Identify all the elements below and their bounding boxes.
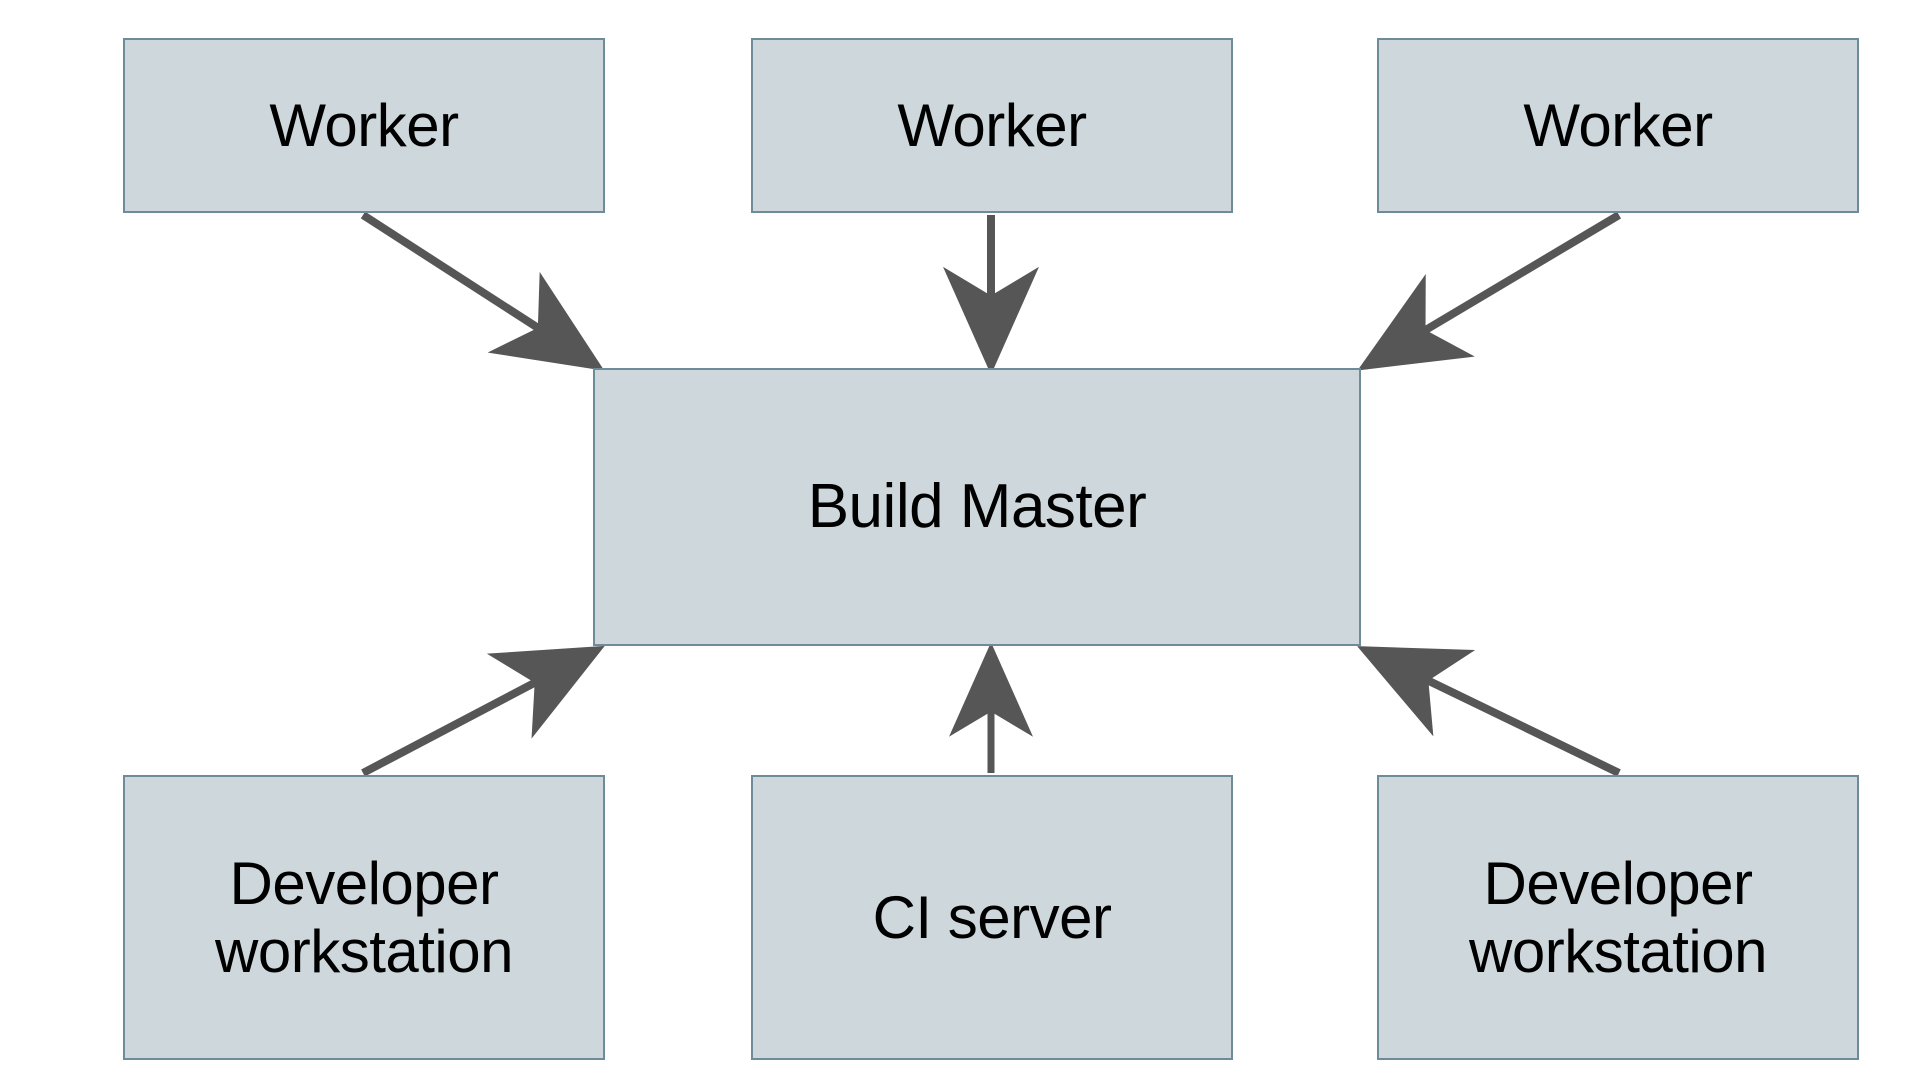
node-worker-3[interactable]: Worker	[1377, 38, 1859, 213]
node-worker-2[interactable]: Worker	[751, 38, 1233, 213]
node-worker-1[interactable]: Worker	[123, 38, 605, 213]
edge-worker3-to-master	[1357, 211, 1622, 371]
node-worker-3-label: Worker	[1523, 91, 1713, 159]
node-ci-server[interactable]: CI server	[751, 775, 1233, 1060]
node-worker-1-label: Worker	[269, 91, 459, 159]
node-ci-server-label: CI server	[872, 883, 1112, 951]
node-worker-2-label: Worker	[897, 91, 1087, 159]
edge-devleft-to-master	[361, 645, 605, 777]
node-build-master[interactable]: Build Master	[593, 368, 1361, 646]
node-build-master-label: Build Master	[807, 472, 1147, 542]
edge-devright-to-master	[1357, 646, 1621, 777]
node-developer-workstation-left[interactable]: Developer workstation	[123, 775, 605, 1060]
node-developer-workstation-right[interactable]: Developer workstation	[1377, 775, 1859, 1060]
edge-worker1-to-master	[360, 211, 605, 371]
node-developer-workstation-right-label: Developer workstation	[1469, 850, 1767, 985]
node-developer-workstation-left-label: Developer workstation	[215, 850, 513, 985]
